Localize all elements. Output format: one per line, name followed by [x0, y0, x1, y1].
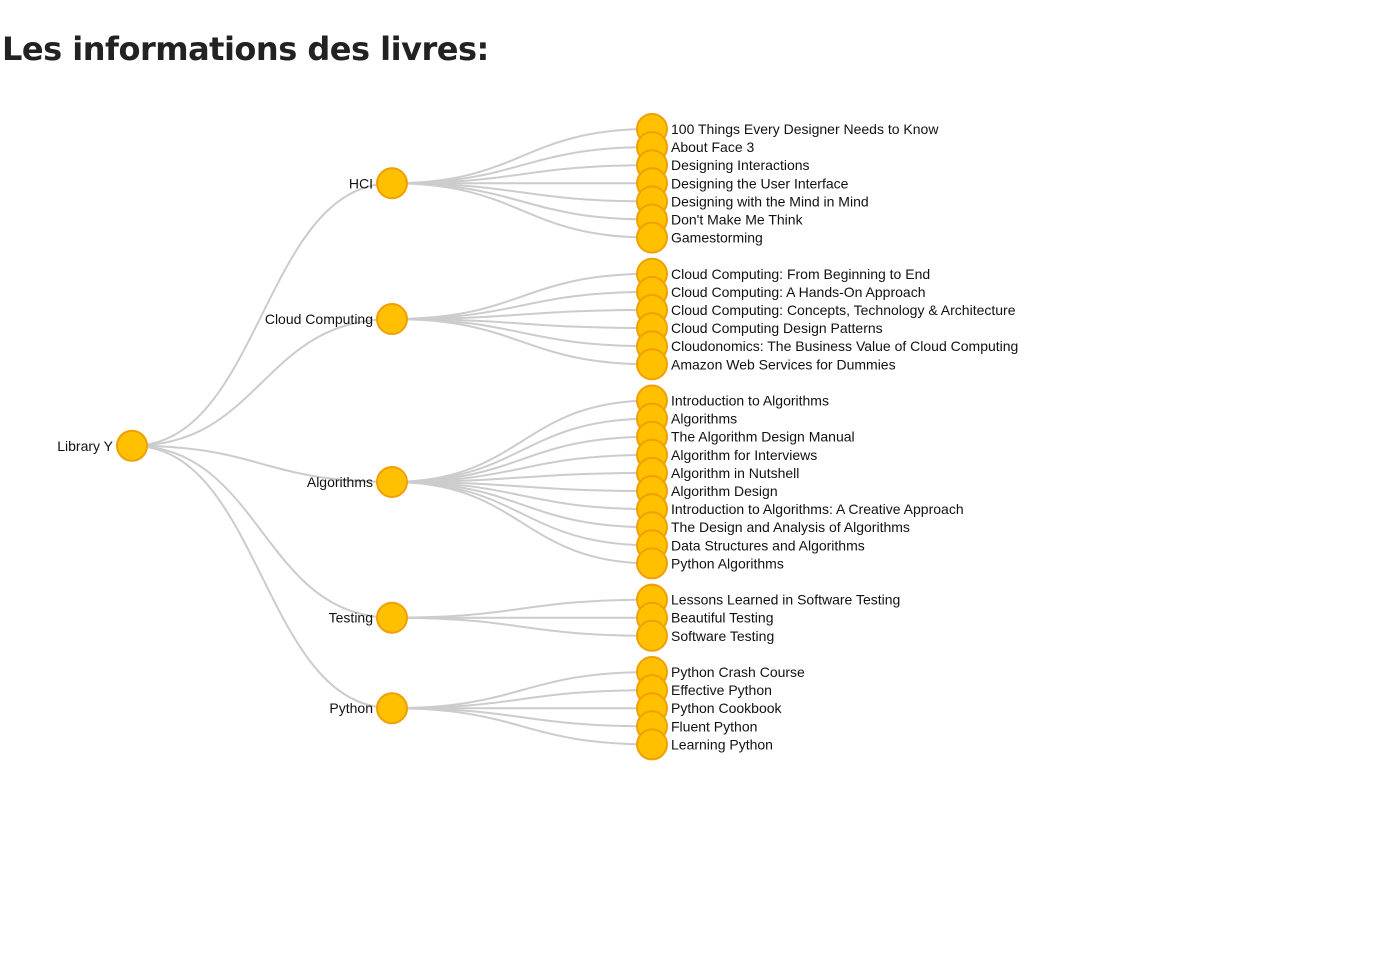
book-node-label: Designing the User Interface	[671, 175, 849, 191]
book-node-circle[interactable]	[636, 619, 668, 652]
book-node-label: Algorithm in Nutshell	[671, 465, 799, 481]
book-node-label: Learning Python	[671, 736, 773, 752]
book-node-circle[interactable]	[636, 547, 668, 580]
link-algorithms-book	[391, 435, 653, 483]
book-node-label: Beautiful Testing	[671, 610, 773, 626]
book-node-label: Python Crash Course	[671, 664, 805, 680]
book-node-label: Designing with the Mind in Mind	[671, 193, 869, 209]
book-node[interactable]: Python Algorithms	[636, 547, 784, 580]
root-node[interactable]: Library Y	[57, 429, 148, 462]
link-testing-book	[391, 616, 653, 637]
link-root-hci	[131, 182, 393, 447]
book-node-label: Cloud Computing: Concepts, Technology & …	[671, 302, 1016, 318]
category-node-cloud-computing-label: Cloud Computing	[265, 311, 373, 327]
book-node-label: Algorithm Design	[671, 483, 778, 499]
category-node-hci[interactable]: HCI	[349, 167, 408, 200]
link-root-testing	[131, 444, 393, 619]
book-node-label: Amazon Web Services for Dummies	[671, 356, 896, 372]
link-algorithms-book	[391, 480, 653, 529]
category-node-hci-circle[interactable]	[376, 167, 408, 200]
link-python-book	[391, 707, 653, 746]
category-node-cloud-computing-circle[interactable]	[376, 303, 408, 336]
book-node[interactable]: Amazon Web Services for Dummies	[636, 348, 896, 381]
category-node-algorithms-circle[interactable]	[376, 465, 408, 498]
book-node[interactable]: Gamestorming	[636, 221, 763, 254]
book-node-label: Algorithms	[671, 411, 737, 427]
category-node-hci-label: HCI	[349, 175, 373, 191]
link-python-book	[391, 707, 653, 728]
category-node-python-circle[interactable]	[376, 692, 408, 725]
page-title: Les informations des livres:	[2, 30, 489, 68]
book-node-label: Designing Interactions	[671, 157, 810, 173]
link-cloud-computing-book	[391, 309, 653, 321]
book-node-label: Introduction to Algorithms	[671, 393, 829, 409]
category-node-algorithms-label: Algorithms	[307, 474, 373, 490]
book-node-circle[interactable]	[636, 728, 668, 761]
category-node-algorithms[interactable]: Algorithms	[307, 465, 408, 498]
category-node-testing-circle[interactable]	[376, 601, 408, 634]
book-node-label: Don't Make Me Think	[671, 212, 804, 228]
link-root-python	[131, 444, 393, 710]
category-node-testing[interactable]: Testing	[329, 601, 408, 634]
book-node-label: Data Structures and Algorithms	[671, 537, 865, 553]
book-node-label: Cloudonomics: The Business Value of Clou…	[671, 338, 1018, 354]
book-node[interactable]: Learning Python	[636, 728, 773, 761]
link-root-cloud-computing	[131, 318, 393, 447]
category-node-testing-label: Testing	[329, 610, 373, 626]
book-node-label: The Algorithm Design Manual	[671, 429, 855, 445]
link-cloud-computing-book	[391, 318, 653, 366]
book-node-label: Cloud Computing: From Beginning to End	[671, 266, 930, 282]
link-testing-book	[391, 598, 653, 619]
book-node-circle[interactable]	[636, 221, 668, 254]
link-algorithms-book	[391, 480, 653, 565]
book-node-label: Software Testing	[671, 628, 774, 644]
book-node-label: Gamestorming	[671, 230, 763, 246]
book-node[interactable]: Software Testing	[636, 619, 774, 652]
root-node-label: Library Y	[57, 438, 113, 454]
book-node-label: Fluent Python	[671, 718, 757, 734]
link-algorithms-book	[391, 471, 653, 483]
link-algorithms-book	[391, 399, 653, 483]
book-node-circle[interactable]	[636, 348, 668, 381]
link-hci-book	[391, 182, 653, 239]
book-node-label: Python Algorithms	[671, 555, 784, 571]
link-python-book	[391, 689, 653, 710]
book-node-label: About Face 3	[671, 139, 754, 155]
category-node-cloud-computing[interactable]: Cloud Computing	[265, 303, 408, 336]
book-node-label: Introduction to Algorithms: A Creative A…	[671, 501, 964, 517]
category-node-python-label: Python	[329, 700, 373, 716]
category-node-python[interactable]: Python	[329, 692, 408, 725]
book-node-label: Python Cookbook	[671, 700, 783, 716]
root-node-circle[interactable]	[116, 429, 148, 462]
book-node-label: Cloud Computing: A Hands-On Approach	[671, 284, 926, 300]
book-node-label: The Design and Analysis of Algorithms	[671, 519, 910, 535]
link-root-algorithms	[131, 444, 393, 483]
book-node-label: Effective Python	[671, 682, 772, 698]
link-cloud-computing-book	[391, 272, 653, 321]
book-node-label: Cloud Computing Design Patterns	[671, 320, 883, 336]
book-node-label: Lessons Learned in Software Testing	[671, 592, 900, 608]
book-node-label: 100 Things Every Designer Needs to Know	[671, 121, 939, 137]
book-node-label: Algorithm for Interviews	[671, 447, 817, 463]
